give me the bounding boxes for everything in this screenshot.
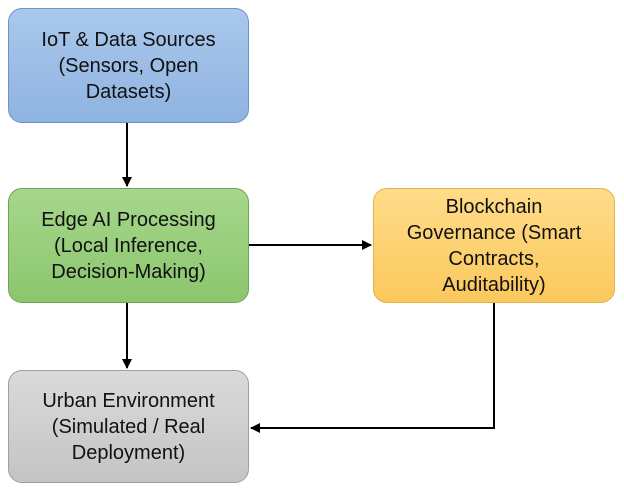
node-iot-line: (Sensors, Open: [58, 54, 199, 77]
node-iot-line: IoT & Data Sources: [41, 28, 216, 51]
node-blockchain-line: Governance (Smart: [406, 221, 582, 244]
node-urban-line: Deployment): [71, 441, 186, 464]
node-blockchain-line: Contracts,: [448, 247, 540, 270]
node-urban-environment: Urban Environment (Simulated / Real Depl…: [8, 370, 249, 483]
node-edge-line: (Local Inference,: [54, 234, 203, 257]
node-blockchain-governance: Blockchain Governance (Smart Contracts, …: [373, 188, 615, 303]
node-edge-label: Edge AI Processing (Local Inference, Dec…: [41, 207, 216, 285]
node-urban-line: Urban Environment: [42, 389, 215, 412]
node-edge-line: Edge AI Processing: [41, 208, 216, 231]
node-iot-data-sources: IoT & Data Sources (Sensors, Open Datase…: [8, 8, 249, 123]
node-urban-line: (Simulated / Real: [51, 415, 206, 438]
node-blockchain-line: Auditability): [442, 273, 546, 296]
arrow-blockchain-to-urban: [250, 303, 495, 433]
node-edge-ai-processing: Edge AI Processing (Local Inference, Dec…: [8, 188, 249, 303]
node-blockchain-label: Blockchain Governance (Smart Contracts, …: [407, 194, 582, 298]
node-iot-label: IoT & Data Sources (Sensors, Open Datase…: [41, 27, 215, 105]
node-edge-line: Decision-Making): [51, 260, 206, 283]
node-urban-label: Urban Environment (Simulated / Real Depl…: [42, 388, 214, 466]
node-blockchain-line: Blockchain: [445, 195, 543, 218]
node-iot-line: Datasets): [85, 80, 172, 103]
